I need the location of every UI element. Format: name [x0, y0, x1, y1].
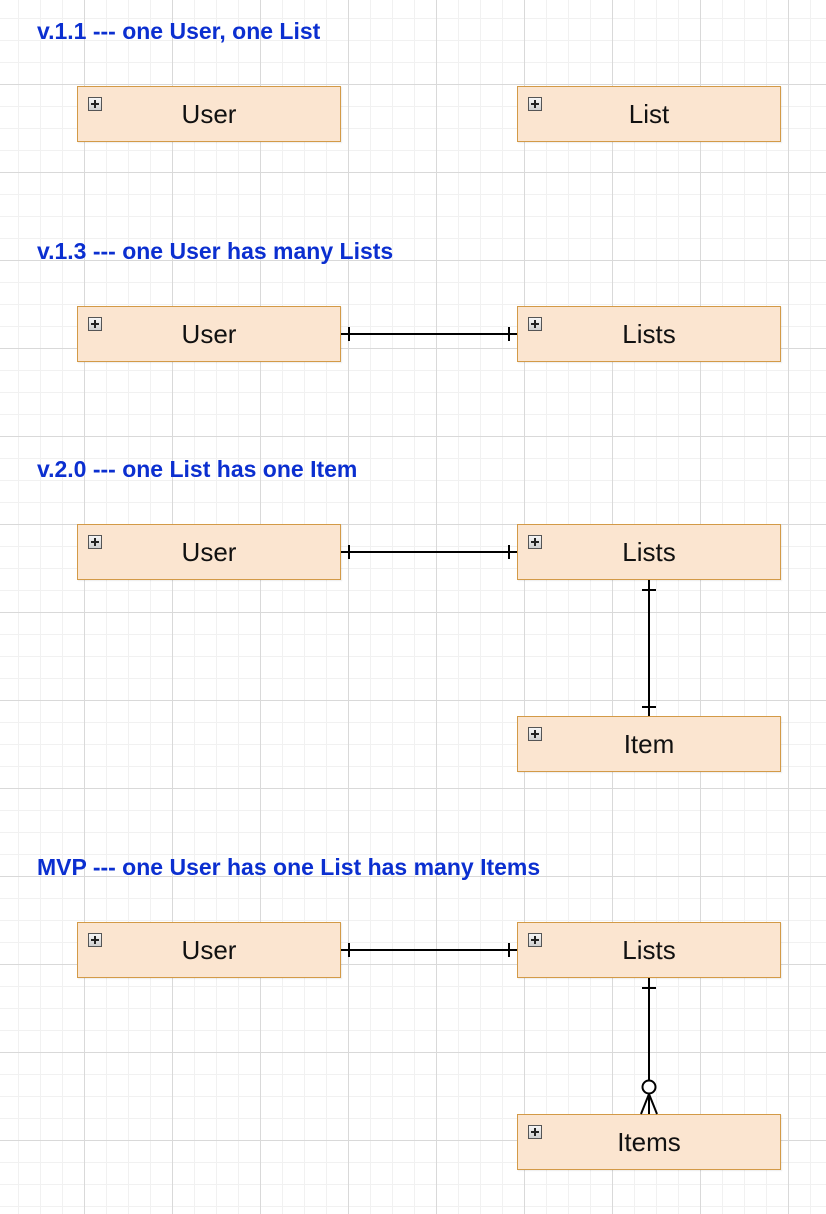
entity-lists[interactable]: Lists [517, 922, 781, 978]
entity-items[interactable]: Items [517, 1114, 781, 1170]
entity-user[interactable]: User [77, 524, 341, 580]
plus-box-icon[interactable] [528, 535, 542, 549]
entity-label: List [628, 98, 670, 129]
entity-user[interactable]: User [77, 86, 341, 142]
relationship-lists-item[interactable] [642, 580, 656, 716]
plus-box-icon[interactable] [528, 317, 542, 331]
entity-label: User [181, 536, 237, 567]
section-title-mvp: MVP --- one User has one List has many I… [37, 854, 541, 880]
relationship-user-lists[interactable] [341, 327, 517, 341]
plus-box-icon[interactable] [528, 97, 542, 111]
entity-label: Lists [622, 536, 676, 567]
relationship-user-lists[interactable] [341, 545, 517, 559]
section-title-v1-1: v.1.1 --- one User, one List [37, 18, 321, 44]
entity-label: User [181, 934, 237, 965]
plus-box-icon[interactable] [528, 1125, 542, 1139]
section-title-v1-3: v.1.3 --- one User has many Lists [37, 238, 394, 264]
relationship-lists-items[interactable] [640, 978, 658, 1115]
entity-label: Items [617, 1126, 681, 1157]
relationship-user-lists[interactable] [341, 943, 517, 957]
entity-label: User [181, 318, 237, 349]
entity-item[interactable]: Item [517, 716, 781, 772]
entity-lists[interactable]: Lists [517, 524, 781, 580]
plus-box-icon[interactable] [528, 727, 542, 741]
section-title-v2-0: v.2.0 --- one List has one Item [37, 456, 358, 482]
plus-box-icon[interactable] [88, 933, 102, 947]
entity-user[interactable]: User [77, 306, 341, 362]
plus-box-icon[interactable] [88, 317, 102, 331]
plus-box-icon[interactable] [88, 535, 102, 549]
plus-box-icon[interactable] [528, 933, 542, 947]
entity-label: Lists [622, 934, 676, 965]
entity-label: Item [623, 728, 675, 759]
entity-list[interactable]: List [517, 86, 781, 142]
plus-box-icon[interactable] [88, 97, 102, 111]
entity-label: User [181, 98, 237, 129]
entity-lists[interactable]: Lists [517, 306, 781, 362]
entity-label: Lists [622, 318, 676, 349]
entity-user[interactable]: User [77, 922, 341, 978]
